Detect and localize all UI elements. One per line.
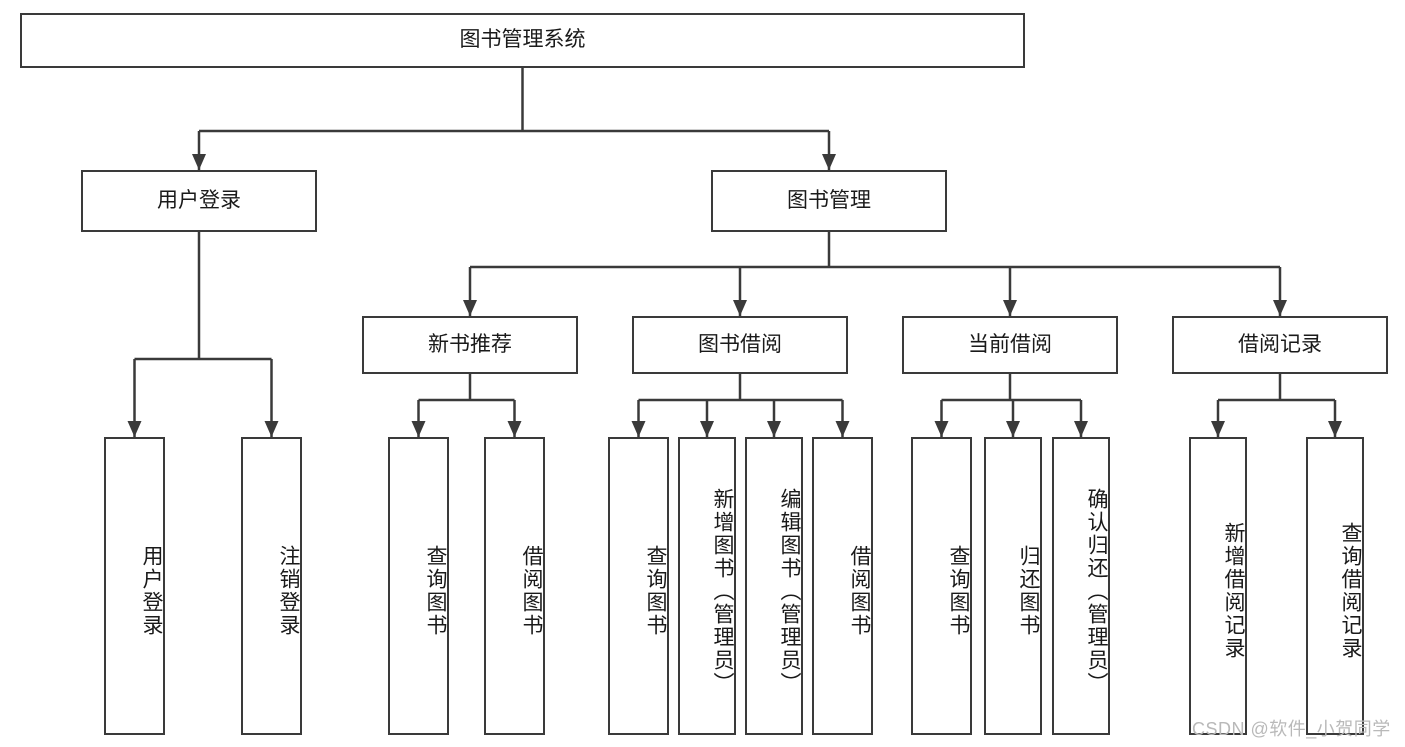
node-label: 当前借阅 [968,332,1052,356]
arrowhead-icon [264,421,279,437]
arrowhead-icon [1211,421,1225,437]
arrowhead-icon [192,154,206,170]
node-leaf-add-record[interactable]: 新增借阅记录 [1189,437,1247,735]
node-label: 图书借阅 [698,332,782,356]
arrowhead-icon [1074,421,1088,437]
node-user-login[interactable]: 用户登录 [81,170,317,232]
arrowhead-icon [700,421,714,437]
node-leaf-query-book-1[interactable]: 查询图书 [388,437,449,735]
node-label: 借阅记录 [1238,332,1322,356]
node-new-book-rec[interactable]: 新书推荐 [362,316,578,374]
node-current-borrow[interactable]: 当前借阅 [902,316,1118,374]
node-leaf-query-book-2[interactable]: 查询图书 [608,437,669,735]
arrowhead-icon [1273,300,1287,316]
node-leaf-edit-book[interactable]: 编辑图书（管理员） [745,437,803,735]
node-leaf-query-book-3[interactable]: 查询图书 [911,437,972,735]
arrowhead-icon [631,421,646,437]
node-leaf-confirm-return[interactable]: 确认归还（管理员） [1052,437,1110,735]
node-label: 查询图书 [424,545,447,637]
node-label: 编辑图书（管理员） [778,487,801,695]
node-leaf-return-book[interactable]: 归还图书 [984,437,1042,735]
node-label: 借阅图书 [848,545,871,637]
arrowhead-icon [463,300,477,316]
node-label: 归还图书 [1017,545,1040,637]
node-book-borrow[interactable]: 图书借阅 [632,316,848,374]
node-label: 新增图书（管理员） [711,487,734,695]
arrowhead-icon [1006,421,1020,437]
node-label: 新增借阅记录 [1222,522,1245,660]
node-borrow-record[interactable]: 借阅记录 [1172,316,1388,374]
arrowhead-icon [507,421,522,437]
arrowhead-icon [767,421,781,437]
node-label: 查询借阅记录 [1339,522,1362,660]
node-leaf-borrow-book-2[interactable]: 借阅图书 [812,437,873,735]
watermark: CSDN @软件_小贺同学 [1192,719,1391,739]
node-label: 注销登录 [277,545,300,637]
arrowhead-icon [1328,421,1342,437]
node-label: 用户登录 [157,188,241,212]
node-label: 用户登录 [140,545,163,637]
node-label: 查询图书 [644,545,667,637]
node-leaf-query-record[interactable]: 查询借阅记录 [1306,437,1364,735]
node-root[interactable]: 图书管理系统 [20,13,1025,68]
arrowhead-icon [127,421,142,437]
node-book-mgmt[interactable]: 图书管理 [711,170,947,232]
arrowhead-icon [934,421,949,437]
node-label: 图书管理系统 [459,28,586,52]
arrowhead-icon [733,300,747,316]
node-leaf-logout[interactable]: 注销登录 [241,437,302,735]
arrowhead-icon [835,421,850,437]
arrowhead-icon [1003,300,1017,316]
node-label: 查询图书 [947,545,970,637]
node-leaf-user-login[interactable]: 用户登录 [104,437,165,735]
node-label: 确认归还（管理员） [1085,487,1108,695]
node-leaf-borrow-book-1[interactable]: 借阅图书 [484,437,545,735]
node-label: 新书推荐 [428,332,512,356]
node-label: 借阅图书 [520,545,543,637]
arrowhead-icon [411,421,426,437]
arrowhead-icon [822,154,836,170]
node-leaf-add-book[interactable]: 新增图书（管理员） [678,437,736,735]
node-label: 图书管理 [787,188,871,212]
